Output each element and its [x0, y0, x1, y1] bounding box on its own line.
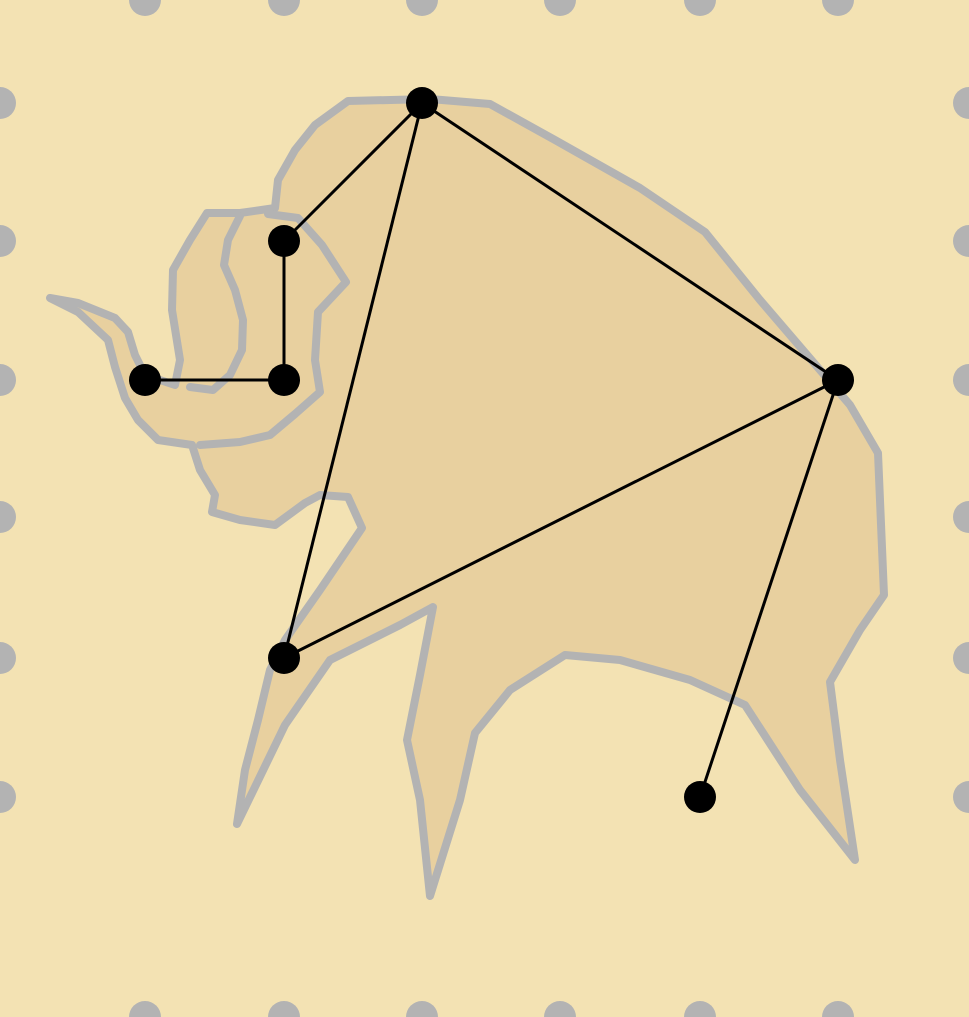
- puzzle-dots: [129, 87, 854, 813]
- border-peg: [0, 642, 16, 674]
- border-peg: [0, 225, 16, 257]
- border-peg: [953, 225, 969, 257]
- puzzle-dot[interactable]: [684, 781, 716, 813]
- border-peg: [406, 1001, 438, 1017]
- puzzle-dot[interactable]: [406, 87, 438, 119]
- puzzle-dot[interactable]: [822, 364, 854, 396]
- border-peg: [544, 1001, 576, 1017]
- border-peg: [0, 364, 16, 396]
- border-peg: [129, 1001, 161, 1017]
- border-peg: [822, 1001, 854, 1017]
- border-peg: [268, 0, 300, 16]
- puzzle-dot[interactable]: [268, 642, 300, 674]
- puzzle-dot[interactable]: [268, 364, 300, 396]
- border-peg: [129, 0, 161, 16]
- border-peg: [953, 642, 969, 674]
- border-peg: [953, 87, 969, 119]
- border-peg: [0, 781, 16, 813]
- horn-outline: [186, 212, 247, 394]
- border-peg: [953, 501, 969, 533]
- border-peg: [953, 364, 969, 396]
- border-peg: [0, 87, 16, 119]
- border-peg: [684, 0, 716, 16]
- border-peg: [268, 1001, 300, 1017]
- border-peg: [822, 0, 854, 16]
- border-peg: [544, 0, 576, 16]
- border-peg: [953, 781, 969, 813]
- puzzle-dot[interactable]: [268, 225, 300, 257]
- puzzle-dot[interactable]: [129, 364, 161, 396]
- border-peg: [684, 1001, 716, 1017]
- border-peg: [406, 0, 438, 16]
- border-peg: [0, 501, 16, 533]
